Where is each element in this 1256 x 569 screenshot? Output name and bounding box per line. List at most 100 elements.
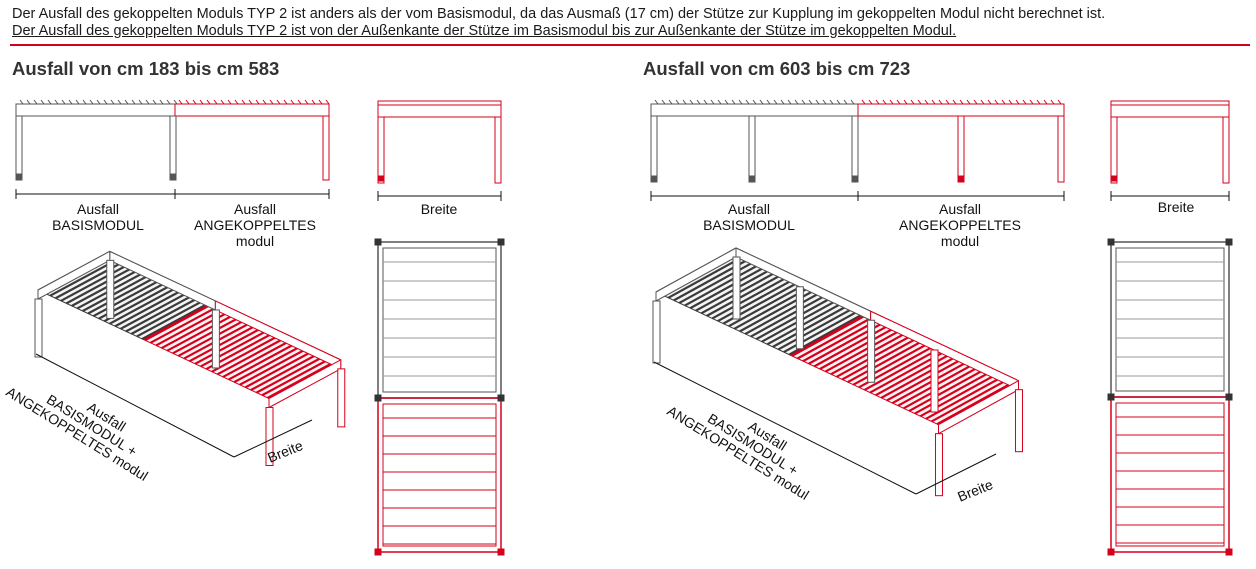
right-iso-base-slat [739,286,821,333]
right-elevation-slat-tooth [829,99,834,105]
left-elevation-slat-tooth [269,99,274,105]
left-elevation-slat-tooth [33,99,38,105]
left-elevation-slat-tooth [75,99,80,105]
right-elevation-slat-tooth [882,99,887,105]
left-coupled-label-2: ANGEKOPPELTES [194,217,316,233]
right-elevation-slat-tooth [766,99,771,105]
left-elevation-post [169,115,177,181]
right-iso-coupled-slat [813,321,895,368]
left-coupled-label-1: Ausfall [234,201,276,217]
right-iso-coupled-slat [808,318,890,365]
right-elevation-slat-tooth [896,99,901,105]
left-elevation-slat-tooth [283,99,288,105]
right-iso-base-slat [711,273,793,320]
left-iso-coupled-slat [228,339,301,381]
right-iso-post [930,349,939,413]
left-plan-front-top [377,100,502,106]
left-elevation-slat-tooth [82,99,87,105]
left-elevation-slat-tooth [110,99,115,105]
left-iso-coupled-slat [216,334,290,376]
right-elevation-slat-tooth [703,99,708,105]
right-iso-coupled-slat [936,379,1018,426]
right-iso-post [732,256,741,320]
left-elevation-post-foot [169,173,177,180]
left-iso-coupled-slat [166,311,240,352]
right-iso-coupled-slat [824,326,906,373]
right-plan-front-foot [1110,175,1118,182]
right-elevation-slat-tooth [752,99,757,105]
right-elevation-slat-tooth [843,99,848,105]
right-iso-base-slat [728,281,810,328]
right-iso-width: Breite [955,476,995,505]
left-iso-base-slat [82,271,155,312]
right-elevation-post [748,115,756,183]
right-iso-base-slat [772,301,854,348]
left-elevation-slat-tooth [26,99,31,105]
left-iso-coupled-slat [244,347,318,389]
right-iso-base-slat [750,291,832,338]
left-elevation-post [15,115,23,181]
right-elevation-post-foot [748,175,756,182]
right-elevation-post [650,115,658,183]
right-iso-coupled-slat [791,310,873,357]
right-elevation-slat-tooth [794,99,799,105]
right-iso-base-slat [678,257,760,304]
left-plan-plan-post [497,548,505,556]
right-iso-coupled-slat [886,355,968,402]
right-iso-coupled-slat [797,313,879,360]
right-elevation-slat-tooth [1022,99,1027,105]
left-iso-post [265,407,274,466]
left-iso-coupled-slat [211,332,285,373]
right-elevation-slat-tooth [889,99,894,105]
left-iso-base-slat [65,263,139,305]
left-elevation-slat-tooth [262,99,267,105]
left-elevation-slat-tooth [178,99,183,105]
left-iso-base-slat [55,258,128,300]
left-plan-plan-post [497,394,505,402]
right-elevation-slat-tooth [868,99,873,105]
left-iso-coupled-slat [194,324,268,365]
left-iso-base-slat [103,281,177,323]
right-plan-plan-coupled-inner [1115,402,1225,547]
left-elevation-slat-tooth [124,99,129,105]
right-elevation-slat-tooth [875,99,880,105]
right-plan-front-beam [1110,104,1230,118]
left-iso-coupled-slat [250,350,324,391]
right-elevation-slat-tooth [710,99,715,105]
left-plan-plan-coupled-inner [382,403,497,547]
right-elevation-slat-tooth [850,99,855,105]
right-elevation-slat-tooth [836,99,841,105]
right-iso-base-slat [717,276,799,323]
left-elevation-slat-tooth [255,99,260,105]
right-elevation-post [957,115,965,183]
right-iso-coupled-slat [908,365,990,412]
right-coupled-label-2: ANGEKOPPELTES [899,217,1021,233]
right-iso-length-3: ANGEKOPPELTES modul [664,403,811,503]
left-elevation-slat-tooth [145,99,150,105]
left-plan-plan-post [374,238,382,246]
right-elevation-slat-tooth [931,99,936,105]
right-elevation-slat-tooth [668,99,673,105]
right-elevation-slat-tooth [724,99,729,105]
left-iso-coupled-slat [161,308,234,350]
left-iso-coupled-slat [261,355,335,397]
right-coupled-label-1: Ausfall [939,201,981,217]
right-iso-width-dimension [915,453,997,495]
left-iso-base-slat [60,261,134,302]
left-elevation-slat-tooth [54,99,59,105]
left-plan-plan-post [497,238,505,246]
note-line-2: Der Ausfall des gekoppelten Moduls TYP 2… [12,23,957,39]
left-iso-post [211,309,220,369]
left-iso-base-slat [87,273,161,315]
left-iso-coupled-slat [267,358,340,399]
left-elevation-base-beam [15,103,176,117]
right-iso-base-slat [777,304,859,351]
left-elevation-slat-tooth [138,99,143,105]
right-plan-front-top [1110,100,1230,106]
right-elevation-slat-tooth [773,99,778,105]
left-plan-front-post [377,116,385,184]
right-elevation-slat-tooth [861,99,866,105]
right-iso-base-slat [744,288,826,335]
right-elevation-slat-tooth [994,99,999,105]
